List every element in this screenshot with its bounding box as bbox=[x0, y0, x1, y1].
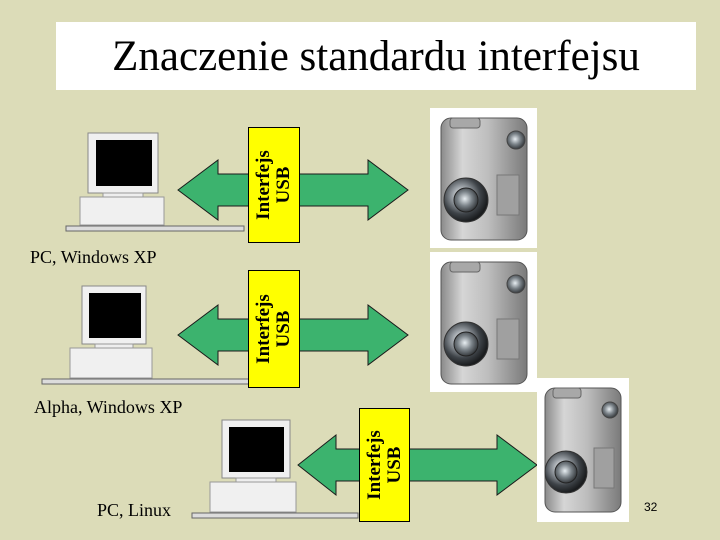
double-arrow bbox=[297, 433, 538, 497]
page-number: 32 bbox=[644, 500, 658, 514]
computer-label: Alpha, Windows XP bbox=[34, 397, 183, 417]
interface-label-line1: Interfejs bbox=[253, 294, 274, 364]
computer-icon bbox=[41, 285, 261, 385]
interface-label-line1: Interfejs bbox=[253, 150, 274, 220]
camera-image bbox=[430, 108, 537, 248]
interface-label-line2: USB bbox=[273, 310, 294, 348]
interface-label-line2: USB bbox=[273, 166, 294, 204]
interface-label-line1: Interfejs bbox=[363, 430, 385, 500]
camera-image bbox=[537, 378, 629, 522]
computer-label: PC, Windows XP bbox=[30, 247, 157, 267]
interface-label-box: Interfejs USB bbox=[359, 408, 410, 522]
title-box: Znaczenie standardu interfejsu bbox=[56, 22, 696, 90]
slide-title: Znaczenie standardu interfejsu bbox=[112, 33, 640, 80]
computer-label: PC, Linux bbox=[97, 500, 172, 520]
interface-label-box: Interfejs USB bbox=[248, 127, 300, 243]
interface-label-box: Interfejs USB bbox=[248, 270, 300, 388]
computer-icon bbox=[65, 132, 245, 232]
interface-label-line2: USB bbox=[383, 446, 405, 484]
camera-image bbox=[430, 252, 537, 392]
computer-icon bbox=[191, 419, 359, 519]
